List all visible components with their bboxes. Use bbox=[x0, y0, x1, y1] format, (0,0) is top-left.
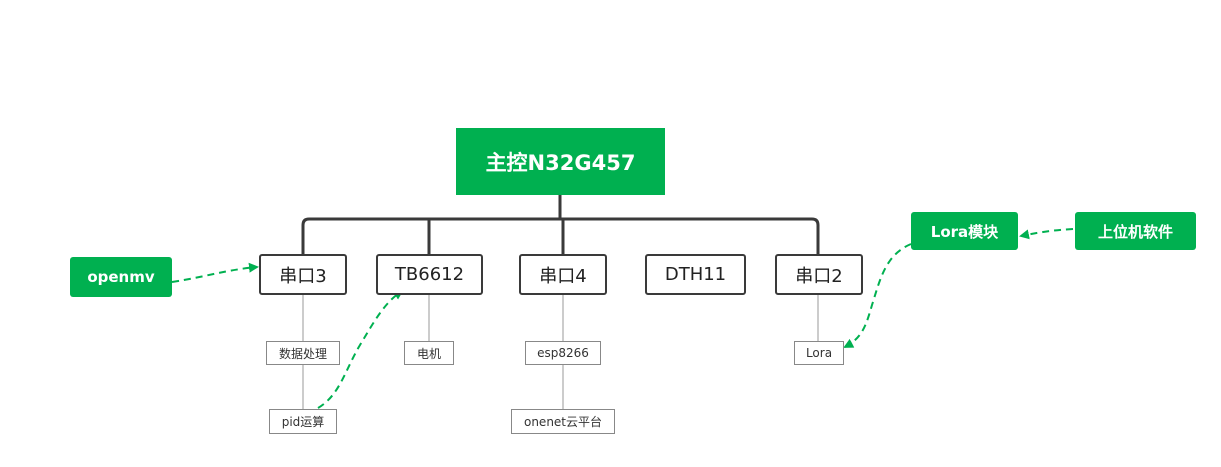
bus-line bbox=[301, 217, 820, 254]
arrow-host-to-lora-module bbox=[1019, 228, 1074, 240]
leaf-esp8266: esp8266 bbox=[525, 341, 601, 365]
leaf-data-processing-label: 数据处理 bbox=[278, 346, 327, 361]
peripheral-tb6612-label: TB6612 bbox=[394, 264, 465, 285]
peripheral-dth11-label: DTH11 bbox=[664, 264, 727, 285]
leaf-motor: 电机 bbox=[404, 341, 454, 365]
external-lora-module-label: Lora模块 bbox=[930, 222, 999, 241]
peripheral-uart2: 串口2 bbox=[775, 254, 863, 295]
leaf-pid: pid运算 bbox=[269, 409, 337, 434]
peripheral-uart3-label: 串口3 bbox=[279, 265, 327, 287]
root-node-mcu: 主控N32G457 bbox=[456, 128, 665, 195]
external-host-software: 上位机软件 bbox=[1075, 212, 1196, 250]
leaf-pid-label: pid运算 bbox=[281, 415, 325, 429]
peripheral-uart2-label: 串口2 bbox=[795, 265, 843, 287]
root-node-label: 主控N32G457 bbox=[485, 150, 636, 175]
leaf-connectors bbox=[302, 295, 819, 409]
external-lora-module: Lora模块 bbox=[911, 212, 1018, 250]
leaf-onenet-label: onenet云平台 bbox=[523, 415, 603, 429]
peripheral-uart4: 串口4 bbox=[519, 254, 607, 295]
external-openmv-label: openmv bbox=[87, 268, 155, 286]
leaf-lora-label: Lora bbox=[805, 346, 833, 360]
external-host-software-label: 上位机软件 bbox=[1097, 222, 1173, 241]
peripheral-uart4-label: 串口4 bbox=[539, 265, 587, 287]
peripheral-dth11: DTH11 bbox=[645, 254, 746, 295]
leaf-onenet: onenet云平台 bbox=[511, 409, 615, 434]
arrow-openmv-to-uart3 bbox=[171, 262, 259, 283]
peripheral-uart3: 串口3 bbox=[259, 254, 347, 295]
leaf-data-processing: 数据处理 bbox=[266, 341, 340, 365]
arrow-lora-module-to-lora bbox=[843, 243, 912, 348]
dashed-arrows bbox=[171, 228, 1074, 409]
peripheral-tb6612: TB6612 bbox=[376, 254, 483, 295]
tree-connectors bbox=[301, 195, 820, 254]
external-openmv: openmv bbox=[70, 257, 172, 297]
arrow-pid-to-tb6612 bbox=[317, 289, 404, 409]
leaf-motor-label: 电机 bbox=[416, 346, 441, 361]
leaf-lora: Lora bbox=[794, 341, 844, 365]
leaf-esp8266-label: esp8266 bbox=[537, 346, 589, 360]
